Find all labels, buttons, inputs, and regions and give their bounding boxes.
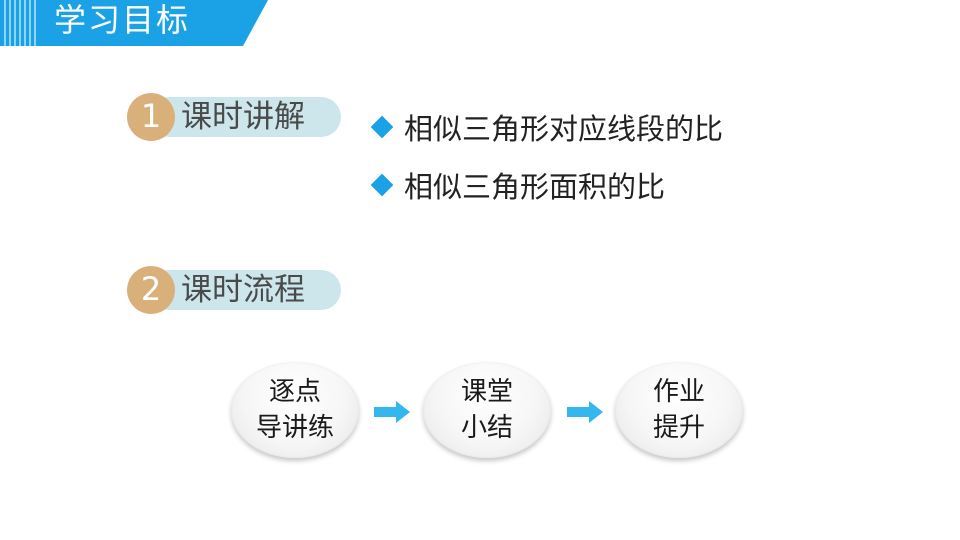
section-pill bbox=[149, 270, 341, 310]
section-lesson-flow: 2 课时流程 bbox=[127, 266, 341, 314]
bullet-item: 相似三角形对应线段的比 bbox=[370, 98, 723, 156]
diamond-bullet-icon bbox=[370, 173, 394, 197]
section-lesson-explanation: 1 课时讲解 bbox=[127, 93, 341, 141]
flow-step-summary: 课堂 小结 bbox=[423, 362, 551, 458]
section-number-badge: 1 bbox=[127, 93, 175, 141]
bullet-item: 相似三角形面积的比 bbox=[370, 156, 723, 214]
flow-step-line: 导讲练 bbox=[255, 413, 334, 443]
page-title: 学习目标 bbox=[54, 1, 191, 39]
flow-step-line: 小结 bbox=[460, 413, 513, 443]
section-pill bbox=[149, 97, 341, 137]
bullet-list: 相似三角形对应线段的比 相似三角形面积的比 bbox=[370, 98, 723, 214]
arrow-right-icon bbox=[567, 401, 603, 423]
flow-step-line: 作业 bbox=[652, 377, 705, 407]
section-label: 课时讲解 bbox=[181, 99, 305, 135]
arrow-right-icon bbox=[374, 401, 410, 423]
flow-step-homework: 作业 提升 bbox=[615, 362, 743, 458]
header-banner-shape bbox=[0, 0, 268, 46]
flow-step-line: 提升 bbox=[652, 413, 705, 443]
section-label: 课时流程 bbox=[181, 272, 305, 308]
section-number-badge: 2 bbox=[127, 266, 175, 314]
flow-step-line: 逐点 bbox=[268, 377, 321, 407]
bullet-text: 相似三角形对应线段的比 bbox=[404, 112, 724, 146]
flow-step-practice: 逐点 导讲练 bbox=[231, 362, 359, 458]
flow-step-line: 课堂 bbox=[460, 377, 513, 407]
header-banner: 学习目标 bbox=[0, 0, 268, 46]
diamond-bullet-icon bbox=[370, 115, 394, 139]
bullet-text: 相似三角形面积的比 bbox=[404, 170, 666, 204]
